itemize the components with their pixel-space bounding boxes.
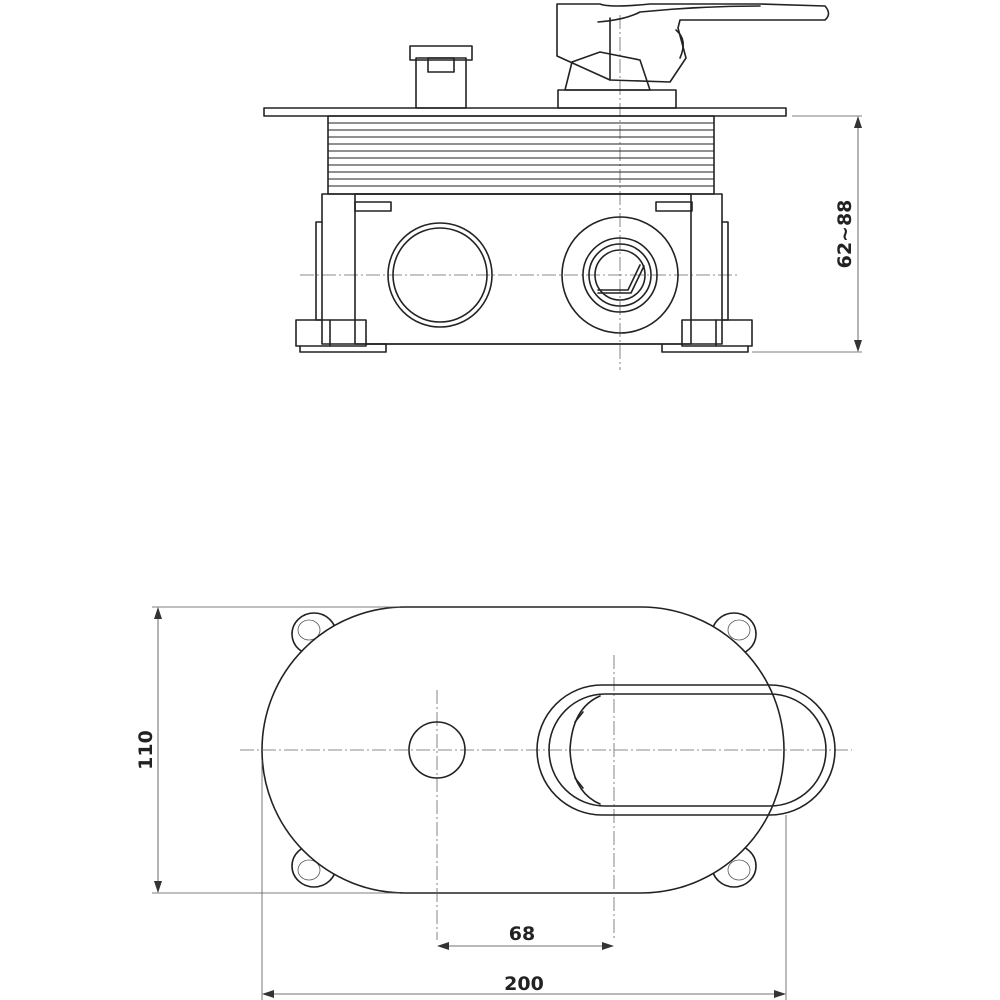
dimension-height-range: 62~88 — [752, 115, 862, 353]
threaded-sleeve — [327, 115, 715, 195]
dimension-center-distance-68: 68 — [437, 923, 614, 950]
cover-plate — [263, 107, 787, 117]
dimension-label-68: 68 — [509, 923, 535, 945]
dimension-height-110: 110 — [135, 606, 400, 894]
lever-handle-front — [536, 684, 836, 816]
right-inlet-port — [561, 216, 679, 334]
diverter-knob — [409, 45, 473, 109]
diverter-knob-front — [408, 721, 466, 779]
dimension-label-62-88: 62~88 — [834, 200, 856, 269]
side-view: 62~88 — [263, 3, 862, 370]
dimension-width-200: 200 — [261, 760, 787, 1000]
dimension-label-110: 110 — [135, 730, 157, 770]
valve-body — [315, 193, 729, 345]
dimension-label-200: 200 — [504, 973, 544, 995]
lever-handle-side — [556, 3, 830, 109]
mounting-feet — [295, 319, 753, 353]
front-view: 110 68 200 — [135, 606, 852, 1000]
left-outlet-port — [387, 222, 493, 328]
